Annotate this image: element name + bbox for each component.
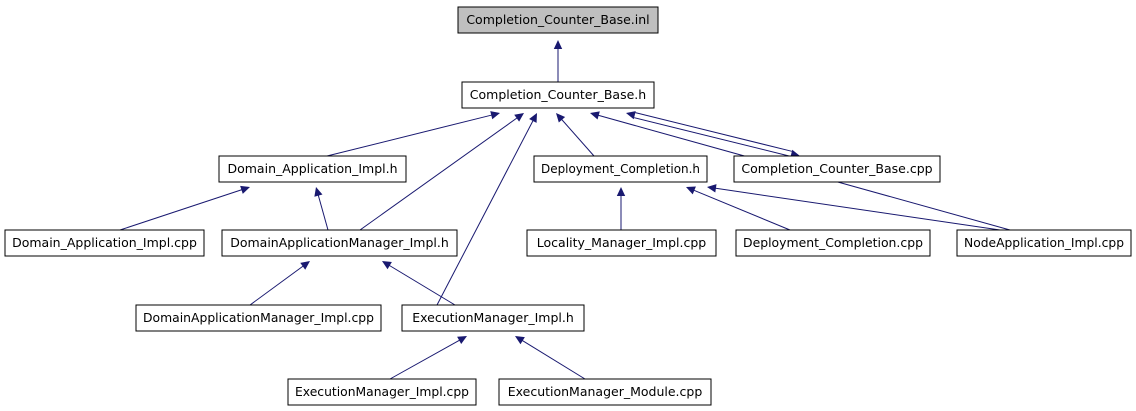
node-box-em_cpp[interactable] [287,378,477,406]
node-label-ccb_cpp: Completion_Counter_Base.cpp [741,161,932,176]
node-label-dam_h: DomainApplicationManager_Impl.h [230,235,449,250]
edge-dam_h-to-dai_h [314,187,329,231]
node-dc_h[interactable]: Deployment_Completion.h [533,155,708,183]
node-label-lm_cpp: Locality_Manager_Impl.cpp [537,235,707,250]
edge-emm_cpp-to-em_h [515,336,586,380]
edge-dam_cpp-to-dam_h [249,261,310,306]
edge-na_cpp-to-dc_h [707,184,1001,231]
node-label-dam_cpp: DomainApplicationManager_Impl.cpp [143,310,374,325]
edge-em_h-to-dam_h [382,261,456,306]
node-label-ccb_h: Completion_Counter_Base.h [470,87,646,102]
node-em_h[interactable]: ExecutionManager_Impl.h [401,304,585,332]
node-dc_cpp[interactable]: Deployment_Completion.cpp [735,229,931,257]
node-box-na_cpp[interactable] [956,229,1132,257]
node-box-dam_cpp[interactable] [135,304,382,332]
node-dai_h[interactable]: Domain_Application_Impl.h [218,155,407,183]
node-emm_cpp[interactable]: ExecutionManager_Module.cpp [498,378,712,406]
node-label-na_cpp: NodeApplication_Impl.cpp [964,235,1124,250]
node-label-dai_cpp: Domain_Application_Impl.cpp [12,235,197,250]
node-box-dam_h[interactable] [221,229,458,257]
edge-dam_h-to-ccb_h [359,113,524,231]
node-label-ccb_inl: Completion_Counter_Base.inl [466,12,649,27]
edge-dc_cpp-to-dc_h [686,186,791,231]
edge-ccb_h-to-ccb_cpp [626,111,800,158]
node-box-dai_cpp[interactable] [4,229,205,257]
node-dam_h[interactable]: DomainApplicationManager_Impl.h [221,229,458,257]
node-ccb_h[interactable]: Completion_Counter_Base.h [461,81,655,109]
edge-dai_cpp-to-dai_h [119,185,250,231]
node-dai_cpp[interactable]: Domain_Application_Impl.cpp [4,229,205,257]
node-label-em_h: ExecutionManager_Impl.h [412,310,574,325]
node-box-ccb_h[interactable] [461,81,655,109]
node-box-ccb_cpp[interactable] [733,155,941,183]
node-label-dai_h: Domain_Application_Impl.h [227,161,397,176]
node-box-ccb_inl[interactable] [457,6,659,34]
node-lm_cpp[interactable]: Locality_Manager_Impl.cpp [526,229,717,257]
node-label-dc_cpp: Deployment_Completion.cpp [743,235,923,250]
node-ccb_inl[interactable]: Completion_Counter_Base.inl [457,6,659,34]
edge-ccb_h-to-ccb_inl [553,40,563,82]
node-box-em_h[interactable] [401,304,585,332]
edge-lm_cpp-to-dc_h [616,187,626,230]
edge-dai_h-to-ccb_h [326,111,500,157]
node-box-dc_h[interactable] [533,155,708,183]
node-box-dc_cpp[interactable] [735,229,931,257]
edges-layer [119,40,1011,380]
node-box-emm_cpp[interactable] [498,378,712,406]
edge-dc_h-to-ccb_h [556,113,595,157]
node-label-emm_cpp: ExecutionManager_Module.cpp [508,384,703,399]
node-label-dc_h: Deployment_Completion.h [541,161,700,176]
edge-em_cpp-to-em_h [389,336,467,380]
node-ccb_cpp[interactable]: Completion_Counter_Base.cpp [733,155,941,183]
edge-em_h-to-ccb_h [436,113,537,306]
node-na_cpp[interactable]: NodeApplication_Impl.cpp [956,229,1132,257]
node-box-dai_h[interactable] [218,155,407,183]
node-label-em_cpp: ExecutionManager_Impl.cpp [295,384,469,399]
node-em_cpp[interactable]: ExecutionManager_Impl.cpp [287,378,477,406]
node-box-lm_cpp[interactable] [526,229,717,257]
nodes-layer: Completion_Counter_Base.inlCompletion_Co… [4,6,1132,406]
node-dam_cpp[interactable]: DomainApplicationManager_Impl.cpp [135,304,382,332]
